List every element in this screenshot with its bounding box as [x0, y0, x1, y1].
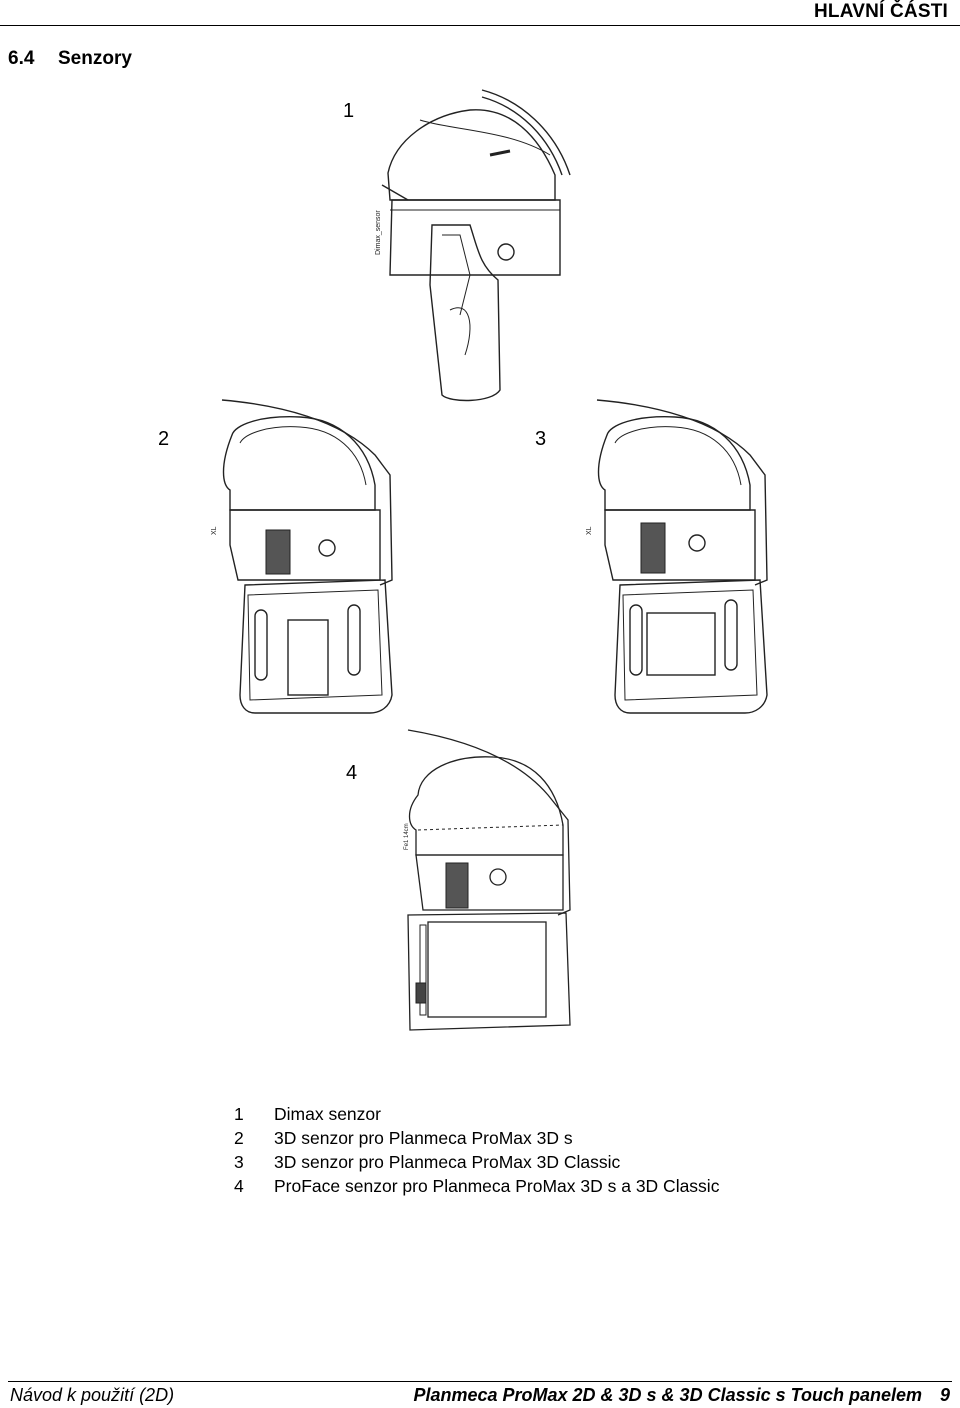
figure-2-number: 2	[158, 428, 170, 450]
section-title: Senzory	[58, 48, 132, 69]
figure-3-number: 3	[535, 428, 547, 450]
footer-divider	[8, 1381, 952, 1382]
section-heading: 6.4 Senzory	[8, 48, 132, 70]
footer-manual-title: Návod k použití (2D)	[10, 1385, 175, 1405]
figure-3-3d-sensor-drawing: XL	[575, 395, 775, 720]
header-divider	[0, 25, 960, 26]
footer-product-name: Planmeca ProMax 2D & 3D s & 3D Classic s…	[413, 1385, 922, 1405]
section-number: 6.4	[8, 48, 35, 69]
figure-1-sensor-label: Dimax_sensor	[375, 210, 382, 255]
figure-1-dimax-sensor-drawing: Dimax_sensor	[370, 85, 590, 415]
page-number: 9	[939, 1385, 950, 1405]
figure-2-3d-sensor-drawing: XL	[200, 395, 400, 720]
footer-product-title: Planmeca ProMax 2D & 3D s & 3D Classic s…	[413, 1385, 950, 1406]
figure-4-number: 4	[346, 762, 358, 784]
figure-3-sensor-label: XL	[586, 526, 593, 535]
figure-4-sensor-label: Fe1 14cm	[404, 823, 410, 850]
figure-1-number: 1	[343, 100, 355, 122]
figure-2-sensor-label: XL	[211, 526, 218, 535]
figure-4-proface-sensor-drawing: Fe1 14cm	[398, 725, 578, 1040]
page-header-title: HLAVNÍ ČÁSTI	[814, 1, 948, 22]
